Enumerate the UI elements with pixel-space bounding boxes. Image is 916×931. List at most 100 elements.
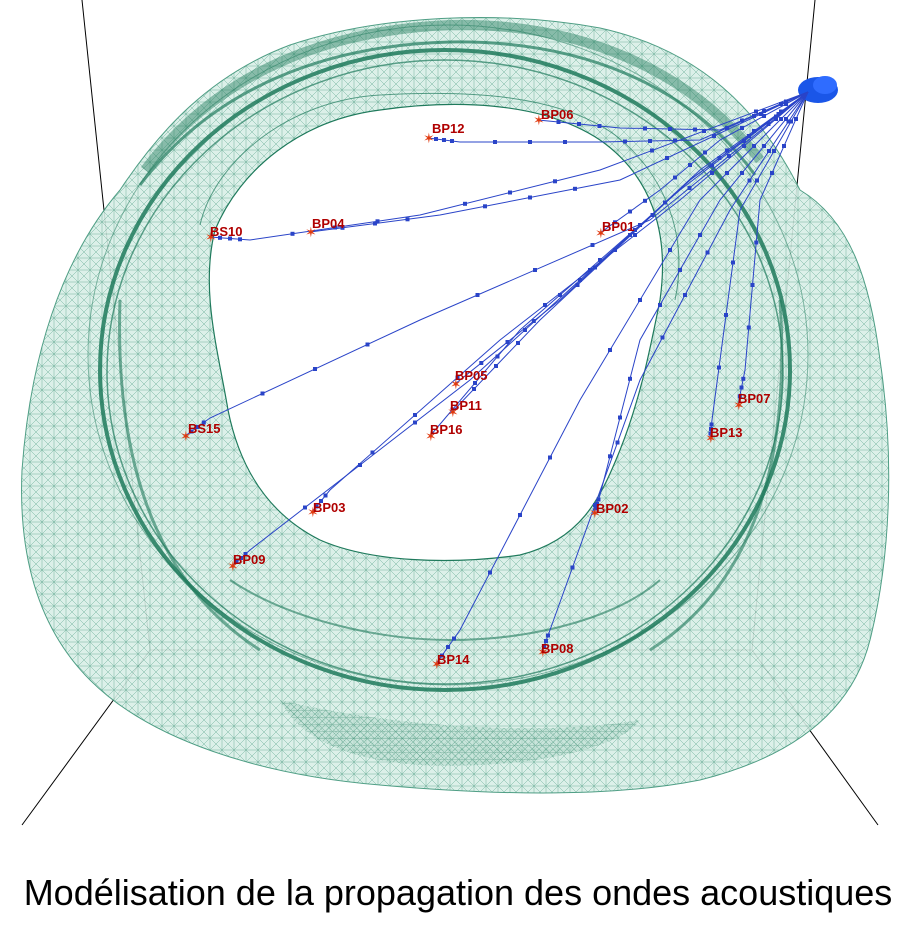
ray-bs15: [184, 91, 809, 437]
ray-node: [608, 348, 612, 352]
source-cluster: [798, 76, 838, 103]
ray-node: [643, 126, 647, 131]
ray-node: [518, 513, 522, 517]
ray-node: [303, 505, 307, 510]
ray-node: [596, 497, 601, 502]
propagation-scene: ✶BP12✶BP06✶BS10✶BP04✶BP01✶BP05✶BP11✶BP16…: [21, 0, 890, 826]
ray-node: [201, 420, 206, 425]
ray-node: [688, 163, 692, 167]
sensor-label-bp04: BP04: [312, 216, 345, 231]
ray-node: [650, 213, 655, 217]
ray-node: [737, 394, 742, 399]
ray-node: [770, 171, 774, 175]
ray-node: [473, 381, 477, 385]
ray-node: [243, 552, 248, 556]
ray-node: [628, 376, 632, 381]
ray-node: [531, 319, 536, 323]
sensor-star-icon: ✶: [450, 377, 462, 393]
ray-node: [776, 112, 781, 116]
ray-node: [668, 248, 672, 252]
ray-node: [450, 139, 454, 143]
ray-node: [615, 440, 620, 445]
ray-node: [731, 260, 735, 265]
ray-node: [442, 138, 446, 142]
ray-node: [440, 653, 444, 658]
sensor-star-icon: ✶: [595, 226, 607, 242]
ray-node: [709, 422, 714, 427]
sensor-label-bp12: BP12: [432, 121, 465, 136]
ray-node: [739, 385, 744, 390]
ray-node: [648, 139, 652, 143]
ray-node: [570, 565, 575, 570]
ray-node: [238, 237, 242, 242]
ray-node: [643, 198, 647, 203]
ray-node: [725, 126, 729, 130]
ray-node: [516, 341, 520, 345]
ray-node: [703, 150, 707, 155]
ray-node: [597, 124, 602, 128]
ray-node: [413, 420, 417, 425]
ray-node: [747, 134, 751, 138]
ray-node: [313, 367, 317, 371]
ray-node: [794, 117, 798, 121]
ray-node: [452, 636, 456, 641]
ray-node: [598, 258, 602, 262]
sensor-label-bs10: BS10: [210, 224, 243, 239]
ray-node: [784, 99, 788, 104]
ray-node: [709, 427, 713, 431]
sensor-star-icon: ✶: [423, 131, 435, 147]
sensor-star-icon: ✶: [589, 506, 601, 522]
ray-node: [323, 493, 328, 498]
ray-node: [725, 148, 729, 153]
figure-caption: Modélisation de la propagation des ondes…: [23, 872, 893, 913]
ray-node: [673, 138, 677, 143]
sensor-star-icon: ✶: [431, 657, 443, 673]
ray-node: [772, 149, 776, 153]
sensor-label-bp01: BP01: [602, 219, 635, 234]
ray-node: [593, 506, 598, 511]
ray-node: [623, 139, 627, 144]
ray-node: [505, 340, 510, 344]
ray-node: [658, 303, 662, 307]
ray-node: [493, 140, 497, 144]
ray-node: [742, 144, 746, 148]
ray-node: [413, 413, 417, 417]
ray-node: [546, 633, 550, 638]
ray-node: [741, 376, 746, 381]
ray-node: [463, 201, 467, 206]
ray-node: [762, 109, 766, 113]
ray-node: [340, 225, 345, 230]
ray-node: [195, 425, 200, 429]
ray-node: [742, 139, 746, 143]
ray-node: [234, 560, 239, 564]
sensor-label-bs15: BS15: [188, 421, 221, 436]
ray-node: [754, 240, 759, 245]
sensor-star-icon: ✶: [537, 645, 549, 661]
ray-node: [638, 298, 642, 302]
ray-node: [405, 217, 410, 222]
ray-node: [708, 431, 713, 436]
ray-node: [239, 556, 243, 560]
ray-bp14: [435, 91, 809, 665]
ray-node: [488, 570, 492, 575]
ray-node: [548, 455, 552, 460]
ray-node: [717, 156, 722, 160]
ray-node: [750, 283, 755, 287]
ray-node: [455, 375, 460, 380]
sensor-star-icon: ✶: [205, 230, 217, 246]
ray-node: [260, 391, 265, 396]
ray-node: [577, 122, 581, 126]
ray-node: [553, 179, 557, 184]
ray-node: [759, 112, 763, 116]
ray-node: [683, 293, 687, 297]
ray-node: [724, 313, 728, 317]
ray-node: [752, 114, 756, 118]
ray-node: [593, 265, 597, 270]
ray-node: [779, 117, 783, 121]
ray-node: [752, 129, 756, 133]
ray-node: [747, 178, 752, 183]
sensor-label-bp06: BP06: [541, 107, 574, 122]
ray-node: [754, 109, 758, 114]
ray-node: [613, 220, 617, 225]
ray-bp12: [427, 91, 809, 143]
